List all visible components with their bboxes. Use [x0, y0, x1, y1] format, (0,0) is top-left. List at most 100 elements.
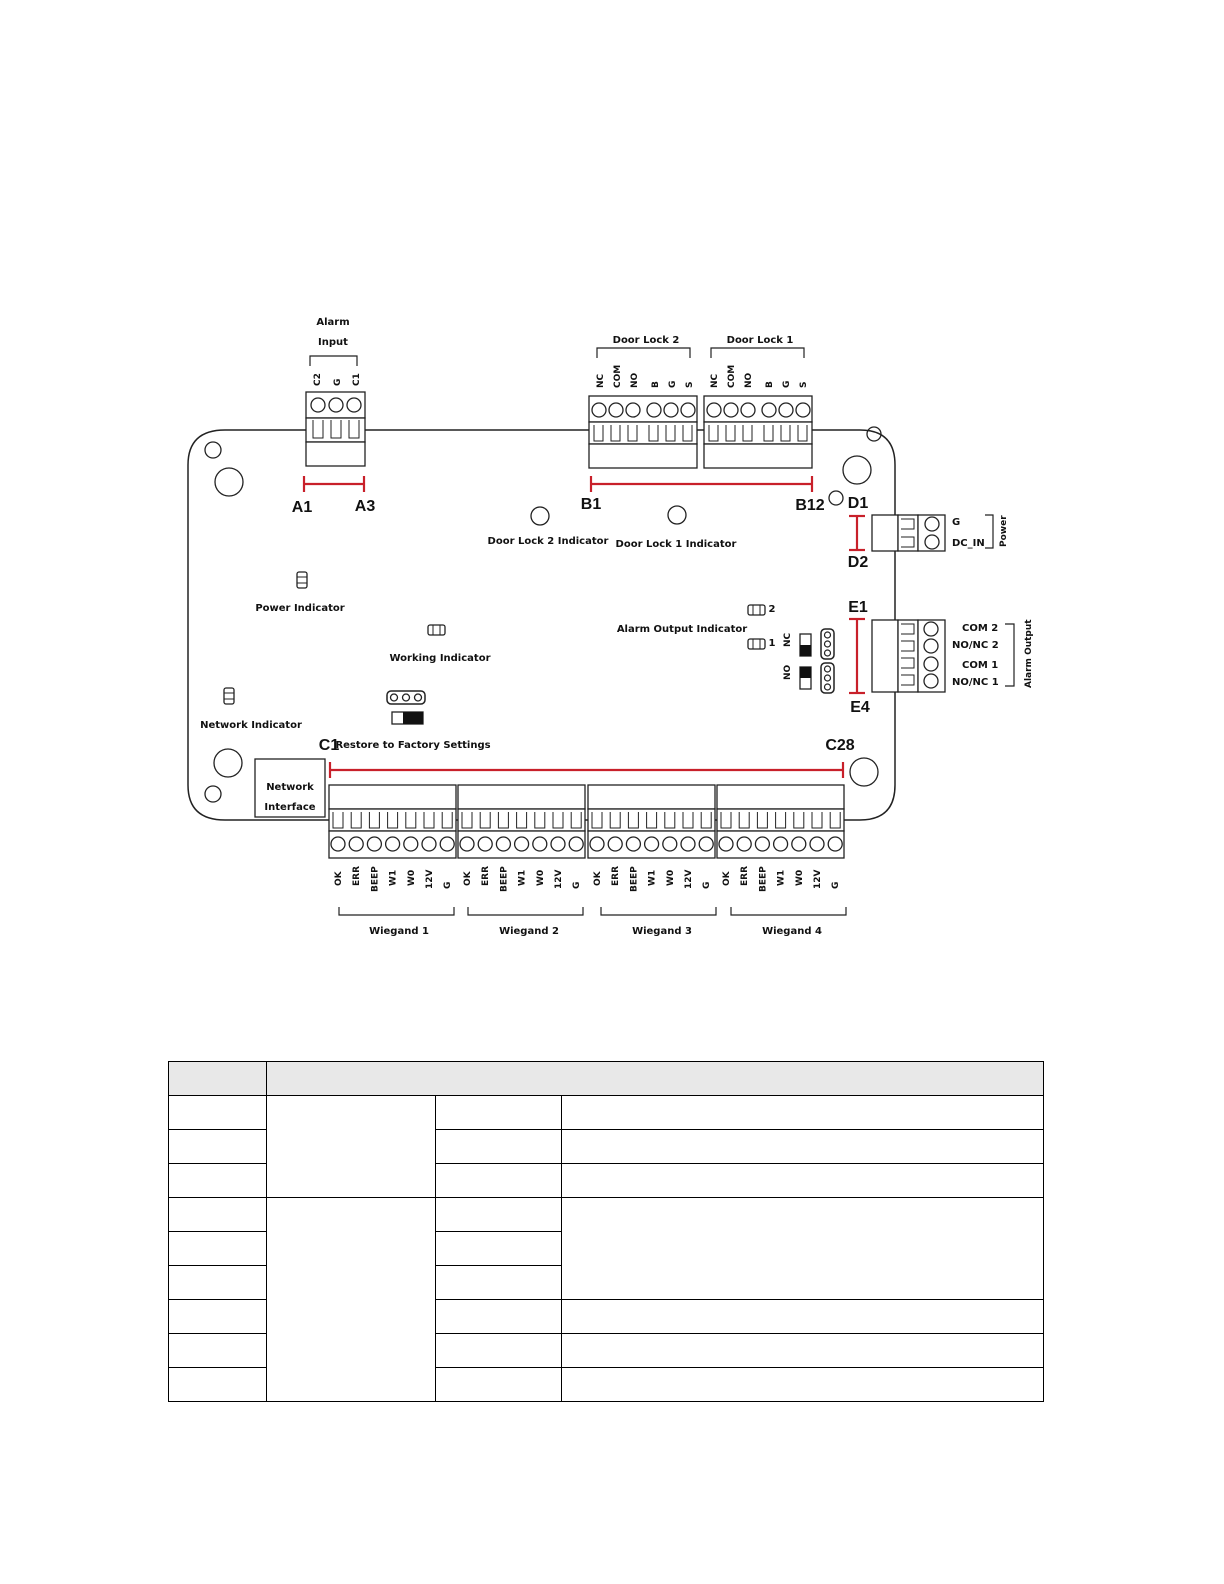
wiegand-pin-label: ERR: [481, 866, 491, 886]
table-cell: [168, 1095, 267, 1130]
mounting-hole: [842, 455, 872, 485]
table-cell: [168, 1129, 267, 1164]
wiegand-2-terminal: [457, 784, 586, 859]
table-row: [168, 1265, 1044, 1300]
table-row: [168, 1197, 1044, 1402]
wiegand-pin-label: 12V: [554, 869, 564, 889]
alarm-input-pin-c2: C2: [313, 373, 323, 386]
wiegand-pin-label: G: [443, 882, 453, 889]
table-cell: [561, 1163, 1044, 1198]
door-lock-1-pin: S: [799, 382, 809, 388]
network-indicator-label: Network Indicator: [200, 720, 302, 731]
marker-d1-label: D1: [848, 495, 869, 512]
table-cell: [561, 1367, 1044, 1402]
working-indicator-label: Working Indicator: [390, 653, 491, 664]
table-row: [168, 1163, 1044, 1198]
alarm-output-led-1: [747, 638, 766, 650]
table-cell: [266, 1095, 436, 1198]
table-cell: [435, 1299, 562, 1334]
wiegand-pin-label: OK: [722, 870, 732, 886]
door-lock-2-pin: COM: [613, 365, 623, 388]
alarm-output-pin: COM 2: [962, 623, 998, 634]
wiegand-pin-label: W1: [389, 870, 399, 886]
door-lock-1-label: Door Lock 1: [727, 335, 794, 346]
alarm-output-led-2-label: 2: [769, 604, 776, 615]
mounting-hole: [214, 467, 244, 497]
power-indicator-led: [296, 571, 308, 589]
wiegand-1-terminal: [328, 784, 457, 859]
alarm-output-pin: NO/NC 1: [952, 677, 999, 688]
alarm-output-bracket: [1005, 623, 1015, 687]
alarm-output-label: Alarm Output: [1024, 619, 1034, 688]
wiegand-pin-label: 12V: [684, 869, 694, 889]
network-interface-label-2: Interface: [264, 802, 315, 813]
network-interface-label-1: Network: [266, 782, 314, 793]
marker-c28-label: C28: [825, 737, 854, 754]
mounting-hole: [213, 748, 243, 778]
wiegand-3-terminal: [587, 784, 716, 859]
door-lock-2-indicator-led: [530, 506, 550, 526]
alarm-output-pin: COM 1: [962, 660, 998, 671]
alarm-input-pin-c1: C1: [352, 373, 362, 386]
wiegand-pin-label: OK: [463, 870, 473, 886]
wiegand-pin-label: W0: [666, 870, 676, 886]
door-lock-1-pin: COM: [727, 365, 737, 388]
door-lock-2-pin: NC: [596, 373, 606, 388]
wiegand-pin-label: G: [831, 882, 841, 889]
working-indicator-led: [427, 624, 446, 636]
wiegand-pin-label: ERR: [611, 866, 621, 886]
marker-d1-d2: [849, 514, 865, 552]
table-cell: [435, 1265, 562, 1300]
marker-b1-b12: [589, 476, 814, 492]
alarm-input-label-1: Alarm: [316, 317, 349, 328]
door-lock-2-terminal: [588, 395, 698, 469]
table-row: [168, 1095, 1044, 1198]
wiegand-2-label: Wiegand 2: [499, 926, 559, 937]
door-lock-2-pin: S: [685, 382, 695, 388]
restore-factory-jumper: [386, 690, 426, 725]
alarm-input-pin-g: G: [333, 379, 343, 386]
jumper-no-label: NO: [783, 664, 793, 680]
wiegand-pin-label: BEEP: [370, 866, 380, 892]
door-lock-1-pin: NC: [710, 373, 720, 388]
power-label: Power: [999, 515, 1009, 547]
mounting-hole: [204, 441, 222, 459]
door-lock-1-indicator-label: Door Lock 1 Indicator: [616, 539, 737, 550]
wiegand-1-bracket: [338, 907, 455, 916]
wiegand-3-label: Wiegand 3: [632, 926, 692, 937]
marker-e1-label: E1: [848, 599, 868, 616]
wiegand-terminals: [328, 784, 845, 859]
mounting-hole: [866, 426, 882, 442]
door-lock-1-bracket: [710, 347, 805, 358]
table-row: [168, 1367, 1044, 1402]
marker-a3-label: A3: [355, 498, 376, 515]
network-interface-port: [254, 758, 326, 818]
door-lock-1-pin: B: [765, 381, 775, 388]
wiegand-pin-label: BEEP: [629, 866, 639, 892]
wiegand-pin-label: 12V: [425, 869, 435, 889]
door-lock-2-label: Door Lock 2: [613, 335, 680, 346]
marker-a1-label: A1: [292, 499, 313, 516]
table-cell: [435, 1333, 562, 1368]
wiegand-pin-label: W0: [407, 870, 417, 886]
table-cell: [168, 1333, 267, 1368]
door-lock-2-pin: NO: [630, 372, 640, 388]
wiegand-pin-label: W0: [536, 870, 546, 886]
door-lock-2-pin: B: [651, 381, 661, 388]
table-cell: [435, 1367, 562, 1402]
door-lock-2-pin: G: [668, 381, 678, 388]
table-row: [168, 1231, 1044, 1266]
wiegand-3-bracket: [600, 907, 717, 916]
table-cell: [435, 1231, 562, 1266]
alarm-output-led-2: [747, 604, 766, 616]
table-cell: [435, 1129, 562, 1164]
table-cell: [168, 1367, 267, 1402]
jumper-nc-label: NC: [783, 632, 793, 647]
door-lock-1-pin: G: [782, 381, 792, 388]
alarm-input-terminal: [305, 391, 366, 467]
door-lock-1-pin: NO: [744, 372, 754, 388]
power-indicator-label: Power Indicator: [255, 603, 344, 614]
marker-e1-e4: [849, 617, 865, 695]
board-outline: [187, 429, 896, 821]
table-row: [168, 1129, 1044, 1164]
